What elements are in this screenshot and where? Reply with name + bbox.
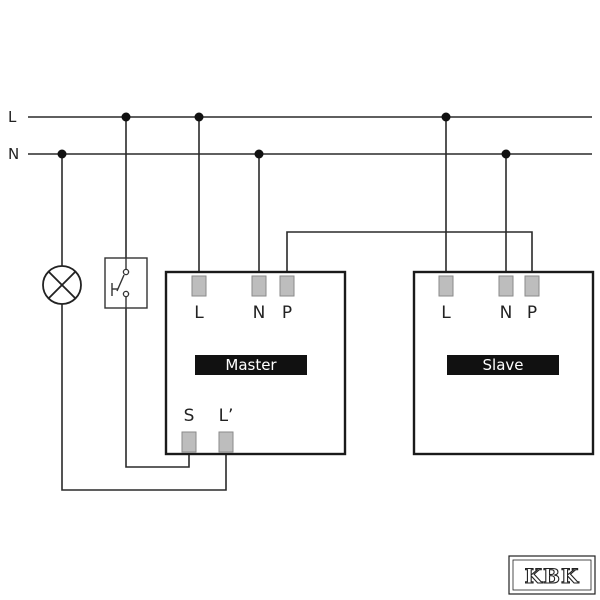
master-module: L N P Master S L’ [164,270,347,456]
slave-terminal-p [524,275,540,297]
slave-label-l: L [441,303,451,323]
slave-title-bar [447,355,559,375]
junction-dot [501,149,511,159]
slave-module: L N P Slave [412,270,595,456]
master-terminal-l-out [218,431,234,453]
wire-master-p-to-slave-p [286,231,533,276]
wire-lamp-to-master-l-out [61,304,227,491]
junction-dot [441,112,451,122]
wire-switch-to-master-s [125,308,190,468]
slave-terminal-n [498,275,514,297]
master-terminal-l [191,275,207,297]
lamp-symbol-icon [42,265,82,305]
neutral-bus-label: N [8,145,19,163]
master-terminal-p [279,275,295,297]
master-terminal-s [181,431,197,453]
junction-dots [57,112,511,159]
pushbutton-switch-icon [104,257,148,309]
master-label-l: L [194,303,204,323]
master-label-s: S [184,406,195,426]
slave-label-p: P [527,303,537,323]
junction-dot [194,112,204,122]
junction-dot [121,112,131,122]
slave-title: Slave [483,356,524,374]
master-label-l-out: L’ [219,406,234,426]
master-title: Master [225,356,277,374]
junction-dot [254,149,264,159]
kbk-logo: KBK [508,555,596,595]
master-label-n: N [253,303,266,323]
master-label-p: P [282,303,292,323]
slave-terminal-l [438,275,454,297]
logo-text: KBK [525,564,580,588]
master-title-bar [195,355,307,375]
live-bus-label: L [8,108,17,126]
junction-dot [57,149,67,159]
wires [61,117,533,491]
slave-label-n: N [500,303,513,323]
master-terminal-n [251,275,267,297]
